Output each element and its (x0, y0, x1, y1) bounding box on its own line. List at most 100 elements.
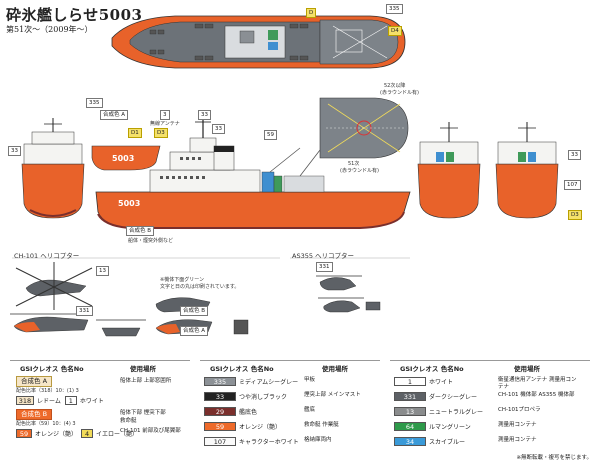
color-usage: 格納庫両内 (304, 437, 332, 443)
swatch-318: 318 (16, 396, 34, 405)
callout-59: 59 (264, 130, 277, 140)
callout-d3: D3 (154, 128, 168, 138)
table-col3 (390, 360, 590, 361)
bow-view-right-1 (417, 122, 481, 219)
bow-view-left (21, 118, 85, 219)
name-1a: ホワイト (79, 398, 104, 405)
col2-header-usage: 使用場所 (322, 365, 348, 373)
usage-b2: 救命艇 (120, 418, 137, 424)
color-swatch: 335 (204, 377, 236, 386)
deck-52-sublabel: (赤ラウンドル有) (380, 90, 419, 96)
color-swatch: 13 (394, 407, 426, 416)
color-name: オレンジ（艶） (239, 424, 282, 431)
color-name: キャラクターホワイト (239, 439, 299, 446)
ch101-section-title: CH-101 ヘリコプター (14, 252, 80, 260)
antenna-note: 無線アンテナ (150, 121, 180, 127)
callout-33-2: 33 (212, 124, 225, 134)
table-col1 (10, 360, 190, 361)
callout-331-as355: 331 (316, 262, 333, 272)
callout-33: 33 (198, 110, 211, 120)
color-name: つや消しブラック (239, 394, 288, 401)
color-usage: CH-101 機体部 AS355 機体部 (498, 392, 575, 398)
swatch-4: 4 (81, 429, 94, 438)
color-swatch: 1 (394, 377, 426, 386)
mix-b-ratio: 配色比率（59）10：(4) 3 (16, 421, 76, 427)
usage-b3: CH-101 前部及び尾翼部 (120, 428, 181, 434)
callout-mix-b-heli: 合成色 B (180, 306, 209, 316)
callout-33-left: 33 (8, 146, 21, 156)
callout-107: 107 (564, 180, 581, 190)
mix-b-cells: 59 オレンジ（艶） 4 イエロー（艶） (16, 428, 138, 439)
callout-d3-right: D3 (568, 210, 582, 220)
color-usage: 艦底 (304, 407, 316, 413)
page-subtitle: 第51次～（2009年～） (6, 25, 93, 34)
color-usage: 測量用コンテナ (498, 437, 537, 443)
color-usage: 甲板 (304, 377, 316, 383)
usage-a: 船体上部 上部窓囲所 (120, 378, 172, 384)
color-swatch: 64 (394, 422, 426, 431)
deck-52-label: 52次以降 (384, 83, 406, 89)
mix-b-note: 船体・煙突外側など (128, 238, 174, 244)
callout-33-right: 33 (568, 150, 581, 160)
color-name: 艦底色 (239, 409, 258, 416)
mix-b-label: 合成色 B (16, 409, 53, 420)
color-usage: 救命艇 作業艇 (304, 422, 339, 428)
swatch-1a: 1 (64, 396, 77, 405)
col3-header-usage: 使用場所 (514, 365, 540, 373)
callout-mix-a-heli: 合成色 A (180, 326, 209, 336)
color-name: ホワイト (429, 379, 454, 386)
callout-331-heli: 331 (76, 306, 93, 316)
side-hull-number: 5003 (118, 199, 141, 208)
color-swatch: 34 (394, 437, 426, 446)
color-swatch: 59 (204, 422, 236, 431)
color-swatch: 33 (204, 392, 236, 401)
callout-d1: D1 (128, 128, 142, 138)
callout-d4: D4 (388, 26, 402, 36)
as355-drawings (290, 257, 410, 313)
swatch-59b: 59 (16, 429, 32, 438)
color-usage: 測量用コンテナ (498, 422, 537, 428)
callout-mix-a: 合成色 A (100, 110, 129, 120)
mix-a-label: 合成色 A (16, 376, 53, 387)
usage-b1: 船体下部 煙突下部 (120, 410, 166, 416)
col3-header-brand: GSIクレオス 色名No (400, 365, 464, 373)
callout-335-left: 335 (86, 98, 103, 108)
callout-335-top: 335 (386, 4, 403, 14)
color-name: ミディアムシーグレー (239, 379, 299, 386)
mix-a-ratio: 配色比率（318）10：(1) 3 (16, 388, 79, 394)
name-4: イエロー（艶） (96, 431, 138, 438)
deck-51-label: 51次 (348, 161, 360, 167)
heli-note-2: 文字と日の丸は印刷されています。 (160, 284, 240, 290)
as355-section-title: AS355 ヘリコプター (292, 252, 355, 260)
name-59b: オレンジ（艶） (35, 431, 78, 438)
callout-3: 3 (160, 110, 170, 120)
color-name: ニュートラルグレー (429, 409, 484, 416)
deck-51-sublabel: (赤ラウンドル有) (340, 168, 379, 174)
color-swatch: 107 (204, 437, 236, 446)
ship-side-view (95, 116, 411, 229)
footer-note: ※無断転載・複写を禁じます。 (516, 455, 592, 461)
lifeboat (91, 145, 161, 171)
bow-view-right-2 (495, 122, 559, 219)
lifeboat-hull-number: 5003 (112, 154, 135, 163)
color-usage: 衛星通信用アンテナ 測量用コンテナ (498, 377, 577, 390)
col1-header-usage: 使用場所 (130, 365, 156, 373)
ship-top-view (111, 15, 406, 69)
ch101-drawings (10, 257, 280, 337)
color-usage: CH-101プロペラ (498, 407, 541, 413)
color-name: スカイブルー (429, 439, 466, 446)
mix-a-cells: 318 レドーム 1 ホワイト (16, 395, 104, 406)
col1-header-brand: GSIクレオス 色名No (20, 365, 84, 373)
col2-header-brand: GSIクレオス 色名No (210, 365, 274, 373)
deck-variant-51 (319, 97, 409, 159)
table-col2 (200, 360, 380, 361)
callout-d: D (306, 8, 317, 18)
